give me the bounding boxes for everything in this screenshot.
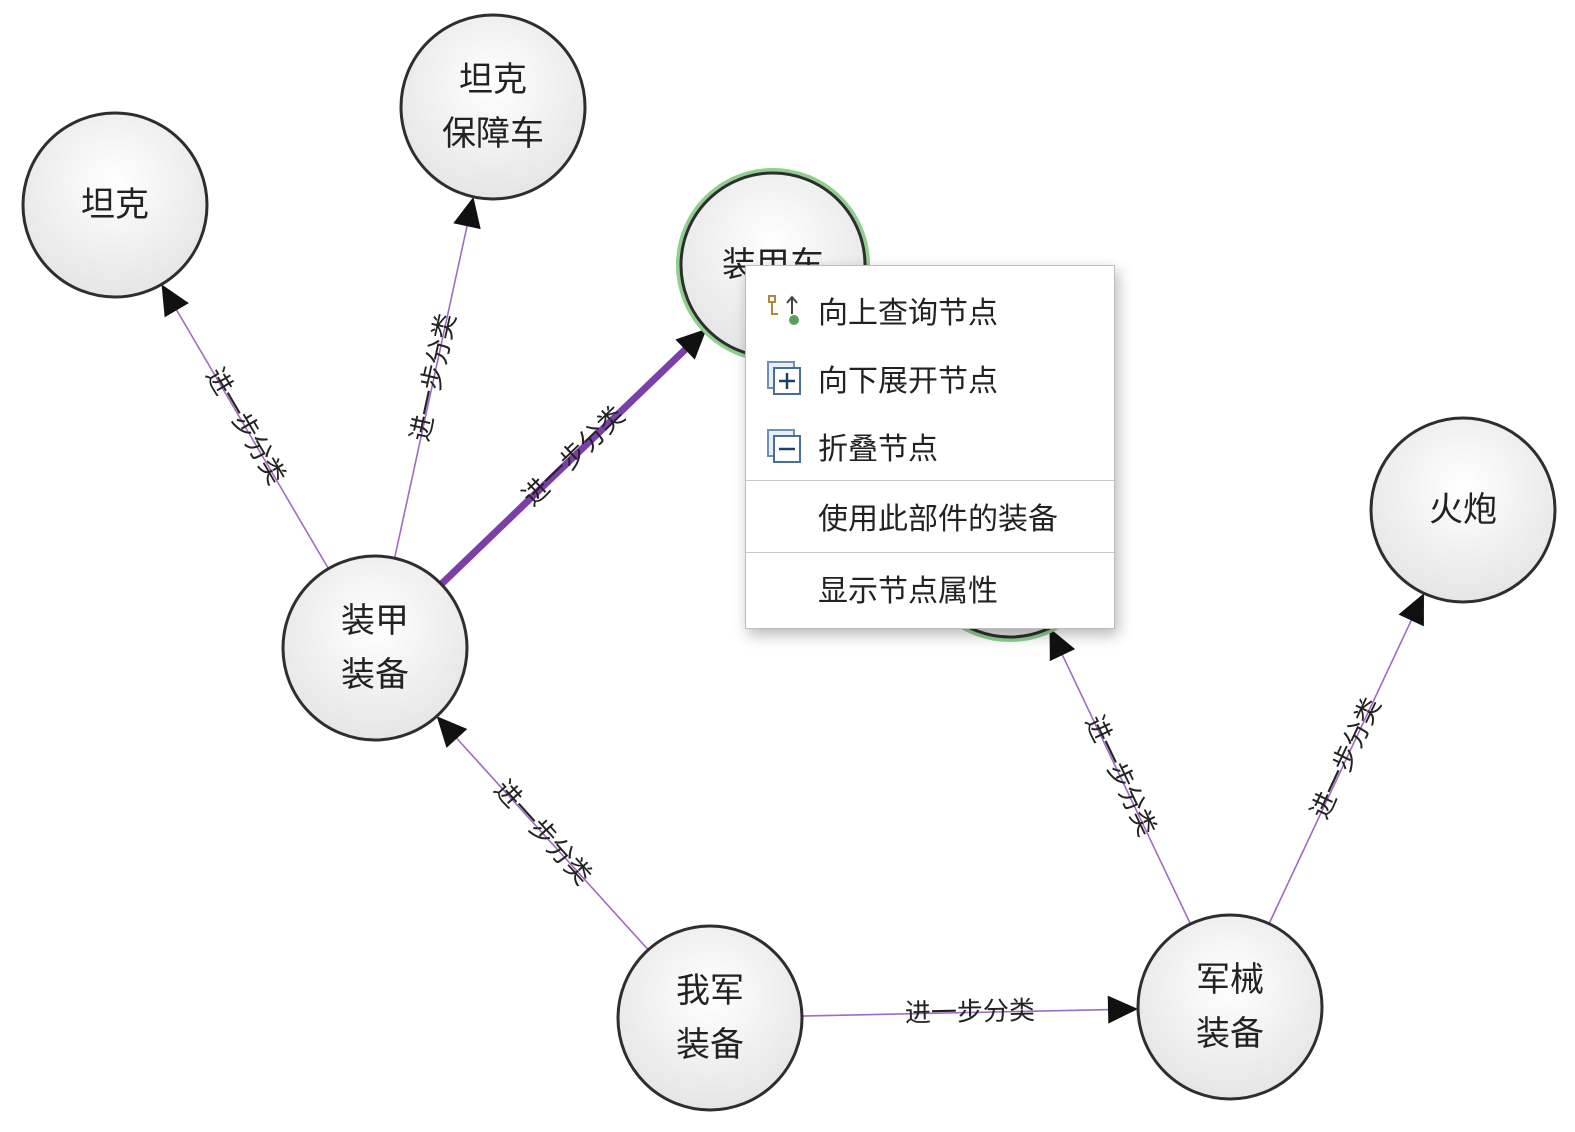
node-label: 装备 [1196, 1014, 1264, 1054]
node-circle [21, 111, 209, 299]
menu-separator [746, 552, 1114, 553]
node-label: 火炮 [1429, 490, 1497, 530]
node-label: 装备 [341, 655, 409, 695]
node-circle [1136, 913, 1324, 1101]
edge-our_equipment-to-ordnance_equipment[interactable] [801, 1008, 1129, 1017]
edge-label: 进一步分类 [199, 363, 291, 490]
edge-label: 进一步分类 [517, 401, 631, 513]
edge-arrowhead [1398, 593, 1424, 627]
node-artillery[interactable]: 火炮 [1369, 416, 1557, 604]
node-label: 坦克 [459, 60, 527, 100]
menu-item-show-properties[interactable]: 显示节点属性 [746, 556, 1114, 620]
node-tank[interactable]: 坦克 [21, 111, 209, 299]
node-context-menu: 向上查询节点 向下展开节点 折叠节点 使用此部件的装备 显示节点属性 [745, 265, 1115, 629]
menu-item-collapse[interactable]: 折叠节点 [746, 414, 1114, 478]
menu-item-expand[interactable]: 向下展开节点 [746, 346, 1114, 410]
edge-arrowhead [1107, 995, 1139, 1024]
edge-armor_equipment-to-armored_vehicle[interactable] [438, 333, 702, 587]
node-label: 军械 [1196, 960, 1264, 1000]
edge-label: 进一步分类 [905, 996, 1036, 1029]
node-circle [281, 554, 469, 742]
expand-icon [766, 360, 802, 396]
edge-armor_equipment-to-tank_support[interactable] [393, 206, 473, 559]
edge-arrowhead [453, 196, 481, 230]
edge-ordnance_equipment-to-artillery[interactable] [1268, 602, 1421, 925]
edge-label: 进一步分类 [1305, 693, 1387, 823]
edge-label: 进一步分类 [488, 775, 598, 892]
node-circle [399, 13, 587, 201]
node-label: 坦克 [81, 185, 149, 225]
query-up-icon [766, 292, 802, 328]
edge-arrowhead [161, 284, 189, 318]
menu-label-equipment-using-part: 使用此部件的装备 [818, 502, 1058, 537]
edge-arrowhead [436, 716, 468, 748]
edge-our_equipment-to-armor_equipment[interactable] [442, 723, 649, 951]
collapse-icon [766, 428, 802, 464]
menu-label-show-properties: 显示节点属性 [818, 574, 998, 609]
node-label: 装备 [676, 1025, 744, 1065]
edge-ordnance_equipment-to-hidden_node[interactable] [1053, 636, 1192, 925]
menu-label-query-up: 向上查询节点 [818, 296, 998, 331]
menu-item-query-up[interactable]: 向上查询节点 [746, 278, 1114, 342]
node-label: 我军 [676, 971, 744, 1011]
menu-separator [746, 480, 1114, 481]
edge-armor_equipment-to-tank[interactable] [165, 292, 330, 570]
menu-label-collapse: 折叠节点 [818, 432, 938, 467]
edge-arrowhead [1049, 628, 1076, 662]
node-circle [616, 924, 804, 1112]
node-label: 保障车 [442, 114, 544, 154]
menu-label-expand: 向下展开节点 [818, 364, 998, 399]
node-label: 装甲 [341, 601, 409, 641]
edge-label: 进一步分类 [405, 311, 462, 444]
edge-label: 进一步分类 [1079, 711, 1162, 841]
edge-arrowhead [675, 328, 707, 360]
menu-item-equipment-using-part[interactable]: 使用此部件的装备 [746, 484, 1114, 548]
node-circle [1369, 416, 1557, 604]
